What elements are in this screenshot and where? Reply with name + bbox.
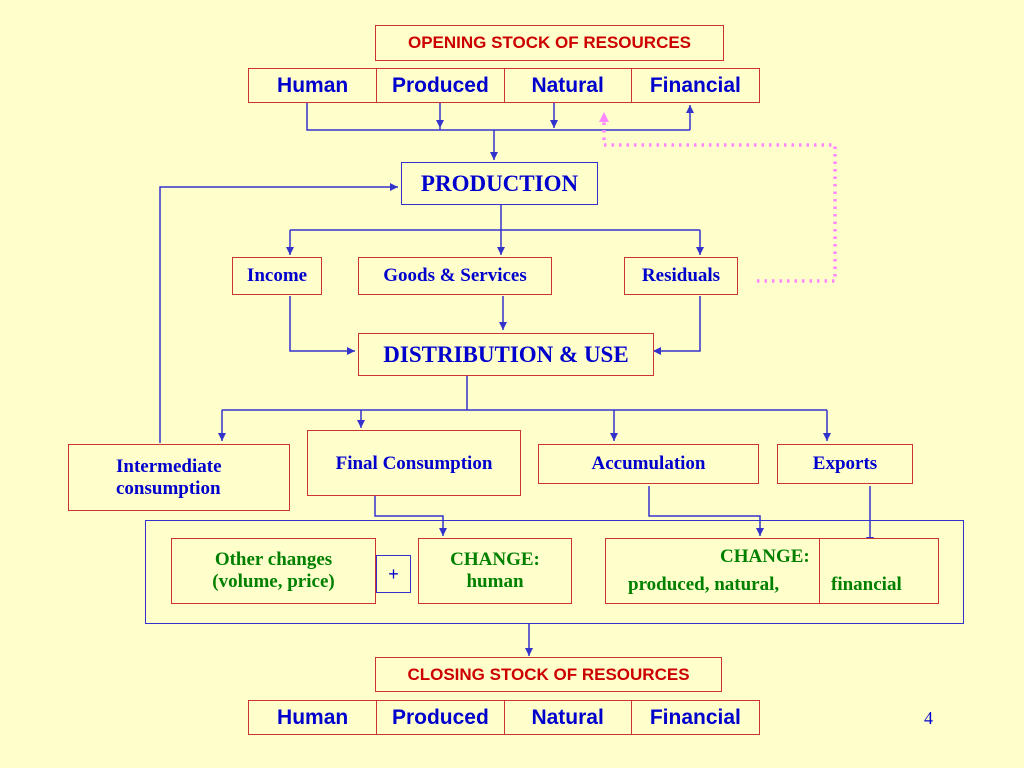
arrow-residuals-to-distribution	[653, 296, 701, 355]
connector-human	[306, 103, 690, 131]
closing-human: Human	[277, 705, 349, 729]
change-pnf-line2: produced, natural,	[628, 574, 780, 595]
change-human-line1: CHANGE:	[450, 549, 540, 570]
closing-stock-row: Human Produced Natural Financial	[248, 700, 760, 735]
arrow-accumulation-to-change	[648, 486, 764, 536]
intermediate-consumption-box: Intermediate consumption	[68, 444, 290, 511]
change-pnf-line1: CHANGE:	[720, 546, 810, 567]
production-box: PRODUCTION	[401, 162, 598, 205]
other-changes-line1: Other changes	[214, 549, 333, 570]
other-changes-line2: (volume, price)	[212, 571, 335, 592]
income-box: Income	[232, 257, 322, 295]
exports-label: Exports	[812, 453, 878, 474]
arrow-intermediate-feedback	[159, 183, 398, 443]
final-consumption-box: Final Consumption	[307, 430, 521, 496]
distribution-use-box: DISTRIBUTION & USE	[358, 333, 654, 376]
closing-stock-title-text: CLOSING STOCK OF RESOURCES	[407, 664, 690, 684]
arrow-income-to-distribution	[289, 296, 355, 355]
accumulation-box: Accumulation	[538, 444, 759, 484]
closing-financial: Financial	[630, 701, 759, 734]
residuals-label: Residuals	[641, 265, 721, 286]
opening-stock-title-text: OPENING STOCK OF RESOURCES	[407, 33, 692, 52]
opening-stock-title: OPENING STOCK OF RESOURCES	[375, 25, 724, 61]
residuals-box: Residuals	[624, 257, 738, 295]
dotted-arrow-residuals-feedback	[599, 112, 837, 283]
accumulation-label: Accumulation	[591, 453, 706, 474]
other-changes-box: Other changes (volume, price)	[171, 538, 376, 604]
financial-divider	[819, 538, 820, 604]
plus-sign: +	[388, 563, 399, 584]
exports-box: Exports	[777, 444, 913, 484]
opening-stock-row: Human Produced Natural Financial	[248, 68, 760, 103]
change-pnf-box	[605, 538, 939, 604]
closing-produced: Produced	[376, 701, 503, 734]
opening-produced: Produced	[376, 69, 503, 102]
production-label: PRODUCTION	[420, 170, 579, 196]
change-human-box: CHANGE: human	[418, 538, 572, 604]
opening-human: Human	[277, 73, 349, 97]
distribution-use-label: DISTRIBUTION & USE	[383, 341, 629, 367]
opening-financial: Financial	[630, 69, 759, 102]
change-financial-label: financial	[831, 574, 902, 595]
final-consumption-label: Final Consumption	[335, 453, 493, 474]
goods-services-label: Goods & Services	[383, 265, 527, 286]
changes-container	[145, 520, 964, 624]
income-label: Income	[246, 265, 308, 286]
plus-sign-box: +	[376, 555, 411, 593]
intermediate-label-line2: consumption	[116, 477, 221, 499]
change-human-line2: human	[466, 571, 524, 592]
intermediate-label-line1: Intermediate	[116, 455, 222, 477]
closing-stock-title: CLOSING STOCK OF RESOURCES	[375, 657, 722, 692]
opening-natural: Natural	[503, 69, 631, 102]
closing-natural: Natural	[503, 701, 631, 734]
goods-services-box: Goods & Services	[358, 257, 552, 295]
page-number: 4	[924, 708, 933, 728]
arrow-final-to-change-human	[374, 486, 447, 536]
